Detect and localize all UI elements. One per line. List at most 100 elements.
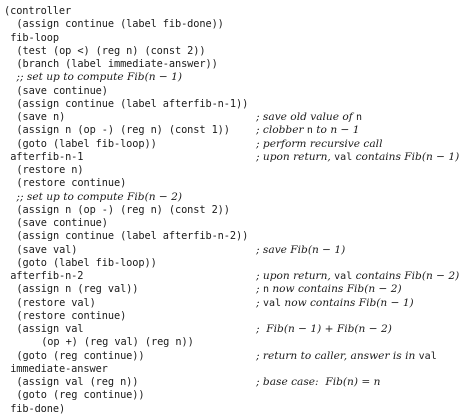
- code-line: (restore n): [0, 163, 443, 178]
- code-text: (save n): [16, 111, 66, 123]
- code-text: (controller: [4, 5, 72, 17]
- code-line: (goto (reg continue)) ; return to caller,…: [0, 349, 443, 364]
- code-line: (assign n (reg val)); n now contains Fib…: [0, 282, 443, 297]
- code-line: fib-done): [0, 402, 443, 417]
- code-line: (assign continue (label afterfib-n-1)): [0, 97, 443, 112]
- comment-fragment: n: [356, 112, 363, 123]
- comment-fragment: now contains Fib(n − 2): [268, 283, 402, 296]
- comment-fragment: contains Fib(n − 1): [352, 150, 459, 163]
- code-text: (assign val (reg n)): [16, 376, 139, 388]
- code-line: afterfib-n-1 ; upon return, val contains …: [0, 150, 459, 165]
- comment-fragment: ; base case: Fib(n) = n: [256, 376, 381, 388]
- comment-fragment: val: [262, 297, 281, 309]
- comment-fragment: contains Fib(n − 2): [352, 270, 459, 282]
- code-comment: ; val now contains Fib(n − 1): [256, 296, 414, 311]
- code-line: (assign n (op -) (reg n) (const 2)): [0, 203, 443, 218]
- code-line: (op +) (reg val) (reg n)): [0, 335, 443, 350]
- code-text: immediate-answer: [10, 362, 108, 375]
- comment-fragment: ; clobber: [256, 124, 307, 137]
- code-line: ;; set up to compute Fib(n − 1): [0, 70, 443, 85]
- comment-fragment: ;: [256, 296, 263, 309]
- code-text: (assign n (reg val)): [16, 283, 139, 296]
- code-line: (restore continue): [0, 309, 443, 324]
- code-line: ;; set up to compute Fib(n − 2): [0, 190, 443, 205]
- code-text: (assign continue (label fib-done)): [16, 18, 224, 31]
- comment-fragment: n: [262, 284, 269, 296]
- code-line: (save continue): [0, 216, 443, 231]
- comment-fragment: ;; set up to compute Fib(n − 2): [16, 190, 183, 203]
- code-line: (branch (label immediate-answer)): [0, 57, 443, 72]
- code-text: (assign continue (label afterfib-n-1)): [16, 97, 249, 110]
- code-line: (assign continue (label fib-done)): [0, 17, 443, 32]
- comment-fragment: ;: [256, 283, 263, 296]
- code-text: (assign n (op -) (reg n) (const 1)): [16, 124, 230, 137]
- comment-fragment: val: [334, 271, 353, 282]
- code-text: (goto (label fib-loop)): [16, 256, 157, 269]
- code-text: fib-loop: [10, 31, 59, 44]
- code-line: (goto (reg continue)): [0, 388, 443, 403]
- code-line: (save n) ; save old value of n: [0, 110, 443, 125]
- comment-fragment: ; return to caller, answer is in: [256, 349, 419, 362]
- comment-fragment: n: [306, 125, 313, 137]
- code-text: (restore continue): [16, 309, 127, 322]
- code-comment: ; save Fib(n − 1): [256, 243, 345, 258]
- code-comment: ;; set up to compute Fib(n − 1): [16, 70, 182, 85]
- code-line: (save val) ; save Fib(n − 1): [0, 243, 443, 258]
- comment-fragment: ; perform recursive call: [256, 137, 383, 150]
- comment-fragment: val: [418, 350, 437, 362]
- code-line: (assign n (op -) (reg n) (const 1)) ; clo…: [0, 123, 443, 138]
- code-text: (save val): [16, 243, 78, 256]
- code-text: (goto (label fib-loop)): [16, 137, 157, 150]
- code-text: afterfib-n-1: [10, 150, 84, 163]
- code-line: fib-loop: [0, 31, 443, 46]
- code-comment: ; clobber n to n − 1: [256, 123, 360, 138]
- code-line: (goto (label fib-loop)): [0, 256, 443, 271]
- comment-fragment: n − 1: [330, 124, 360, 137]
- code-text: (assign continue (label afterfib-n-2)): [16, 230, 249, 243]
- code-line: (goto (label fib-loop)) ; perform recursi…: [0, 137, 443, 152]
- code-text: (assign n (op -) (reg n) (const 2)): [16, 203, 230, 216]
- code-text: (branch (label immediate-answer)): [16, 58, 218, 70]
- code-text: fib-done): [10, 402, 66, 415]
- code-listing: (controller(assign continue (label fib-d…: [0, 4, 459, 417]
- code-comment: ; perform recursive call: [256, 137, 382, 152]
- code-line: afterfib-n-2 ; upon return, val contains …: [0, 269, 459, 284]
- comment-fragment: val: [334, 151, 353, 163]
- code-line: (restore val); val now contains Fib(n − …: [0, 296, 443, 311]
- code-comment: ; base case: Fib(n) = n: [256, 375, 380, 390]
- code-comment: ; save old value of n: [256, 110, 362, 125]
- code-comment: ;; set up to compute Fib(n − 2): [16, 190, 182, 205]
- code-line: (test (op <) (reg n) (const 2)): [0, 44, 443, 59]
- comment-fragment: ; upon return,: [256, 270, 335, 282]
- code-line: (assign continue (label afterfib-n-2)): [0, 229, 443, 244]
- code-text: (save continue): [16, 84, 108, 97]
- comment-fragment: ; Fib(n − 1) + Fib(n − 2): [256, 323, 392, 335]
- code-text: (assign val: [16, 323, 84, 335]
- comment-fragment: to: [312, 124, 331, 137]
- code-text: (save continue): [16, 217, 108, 229]
- code-comment: ; n now contains Fib(n − 2): [256, 282, 402, 297]
- code-line: (save continue): [0, 84, 443, 99]
- code-line: (restore continue): [0, 176, 443, 191]
- code-line: immediate-answer: [0, 362, 443, 377]
- code-comment: ; Fib(n − 1) + Fib(n − 2): [256, 322, 392, 337]
- code-text: (restore continue): [16, 177, 127, 190]
- code-text: (op +) (reg val) (reg n)): [41, 336, 194, 349]
- code-text: (goto (reg continue)): [16, 389, 145, 402]
- code-text: (goto (reg continue)): [16, 349, 145, 362]
- comment-fragment: ; save old value of: [256, 111, 357, 123]
- comment-fragment: now contains Fib(n − 1): [281, 296, 414, 309]
- code-line: (controller: [0, 4, 443, 19]
- code-text: (restore val): [16, 296, 96, 309]
- code-line: (assign val ; Fib(n − 1) + Fib(n − 2): [0, 322, 443, 337]
- comment-fragment: ;; set up to compute Fib(n − 1): [16, 71, 183, 84]
- code-text: (restore n): [16, 164, 84, 176]
- comment-fragment: ; upon return,: [256, 150, 335, 163]
- code-comment: ; return to caller, answer is in val: [256, 349, 437, 364]
- comment-fragment: ; save Fib(n − 1): [256, 243, 346, 256]
- code-comment: ; upon return, val contains Fib(n − 1): [256, 150, 459, 165]
- code-text: afterfib-n-2: [10, 270, 84, 282]
- code-text: (test (op <) (reg n) (const 2)): [16, 44, 206, 57]
- code-line: (assign val (reg n)) ; base case: Fib(n) …: [0, 375, 443, 390]
- code-comment: ; upon return, val contains Fib(n − 2): [256, 269, 459, 284]
